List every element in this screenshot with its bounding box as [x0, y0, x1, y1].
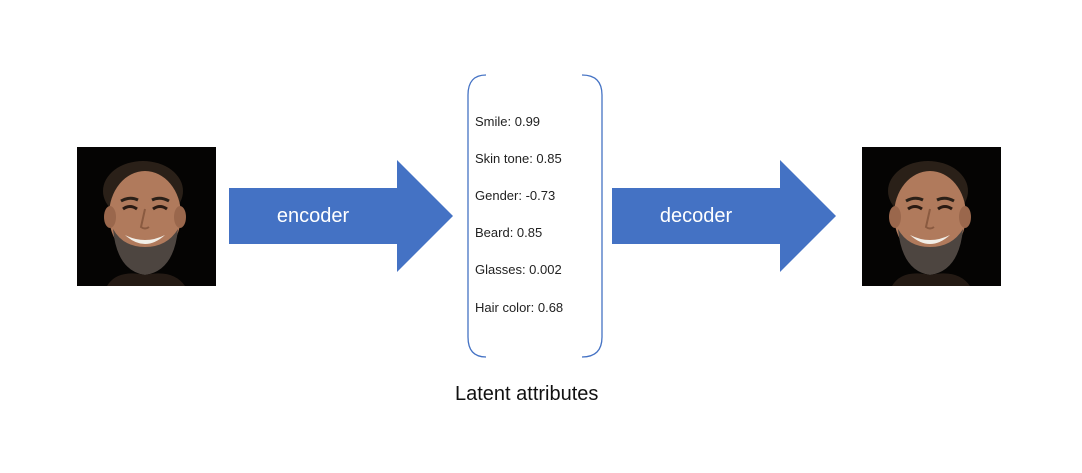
encoder-arrow — [229, 160, 453, 272]
encoder-label: encoder — [276, 205, 350, 227]
decoder-arrow — [612, 160, 836, 272]
latent-bracket — [467, 74, 603, 358]
latent-attribute: Smile: 0.99 — [475, 114, 541, 129]
input-face-image — [77, 147, 216, 286]
latent-attribute: Glasses: 0.002 — [475, 262, 562, 277]
latent-attribute: Hair color: 0.68 — [475, 300, 564, 315]
latent-attribute: Beard: 0.85 — [475, 225, 543, 240]
decoder-label: decoder — [659, 205, 733, 227]
output-face-image — [862, 147, 1001, 286]
latent-attribute: Skin tone: 0.85 — [475, 151, 562, 166]
latent-attribute: Gender: -0.73 — [475, 188, 556, 203]
latent-attributes-caption: Latent attributes — [455, 383, 599, 405]
